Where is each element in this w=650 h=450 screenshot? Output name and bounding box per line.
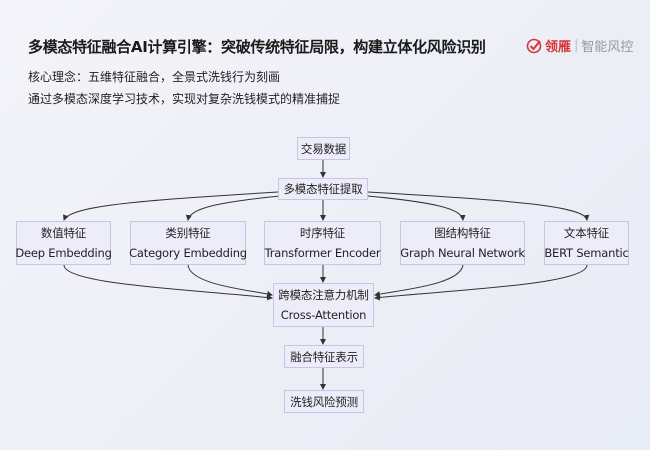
node-subtitle: Cross-Attention	[280, 308, 367, 322]
logo-separator: |	[574, 38, 579, 53]
description-text: 通过多模态深度学习技术，实现对复杂洗钱模式的精准捕捉	[28, 92, 341, 106]
node-title: 文本特征	[563, 226, 610, 240]
node-numeric-feature[interactable]: 数值特征 Deep Embedding	[15, 221, 112, 265]
node-category-feature[interactable]: 类别特征 Category Embedding	[129, 221, 247, 265]
edge	[185, 195, 281, 221]
edge	[374, 264, 588, 301]
node-subtitle: Deep Embedding	[15, 246, 112, 260]
edge	[63, 191, 279, 221]
logo-subtitle: 智能风控	[581, 40, 634, 55]
node-subtitle: Transformer Encoder	[264, 246, 381, 260]
node-subtitle: Graph Neural Network	[400, 246, 525, 260]
node-title: 跨模态注意力机制	[278, 288, 369, 302]
core-concept-text: 核心理念：五维特征融合，全景式洗钱行为刻画	[28, 70, 281, 84]
node-risk-prediction[interactable]: 洗钱风险预测	[284, 390, 364, 413]
node-subtitle: Category Embedding	[129, 246, 247, 260]
node-title: 图结构特征	[434, 226, 491, 240]
page-title: 多模态特征融合AI计算引擎：突破传统特征局限，构建立体化风险识别	[28, 38, 486, 56]
node-title: 类别特征	[165, 226, 211, 240]
node-title: 时序特征	[299, 226, 346, 240]
edge	[367, 195, 466, 221]
node-temporal-feature[interactable]: 时序特征 Transformer Encoder	[264, 221, 381, 265]
node-text-feature[interactable]: 文本特征 BERT Semantic	[544, 221, 629, 265]
edge	[374, 264, 464, 297]
logo: 领雁 | 智能风控	[526, 36, 633, 55]
node-graph-feature[interactable]: 图结构特征 Graph Neural Network	[400, 221, 525, 265]
edge	[63, 264, 273, 301]
node-transaction-data[interactable]: 交易数据	[297, 137, 350, 160]
node-cross-attention[interactable]: 跨模态注意力机制 Cross-Attention	[273, 283, 374, 327]
edge	[367, 191, 590, 221]
node-fusion-representation[interactable]: 融合特征表示	[284, 345, 364, 368]
logo-brand: 领雁	[545, 40, 572, 55]
node-multimodal-extraction[interactable]: 多模态特征提取	[278, 178, 368, 200]
logo-check-icon	[526, 38, 542, 53]
node-subtitle: BERT Semantic	[544, 246, 629, 260]
edge	[187, 264, 273, 297]
node-title: 数值特征	[40, 226, 87, 240]
